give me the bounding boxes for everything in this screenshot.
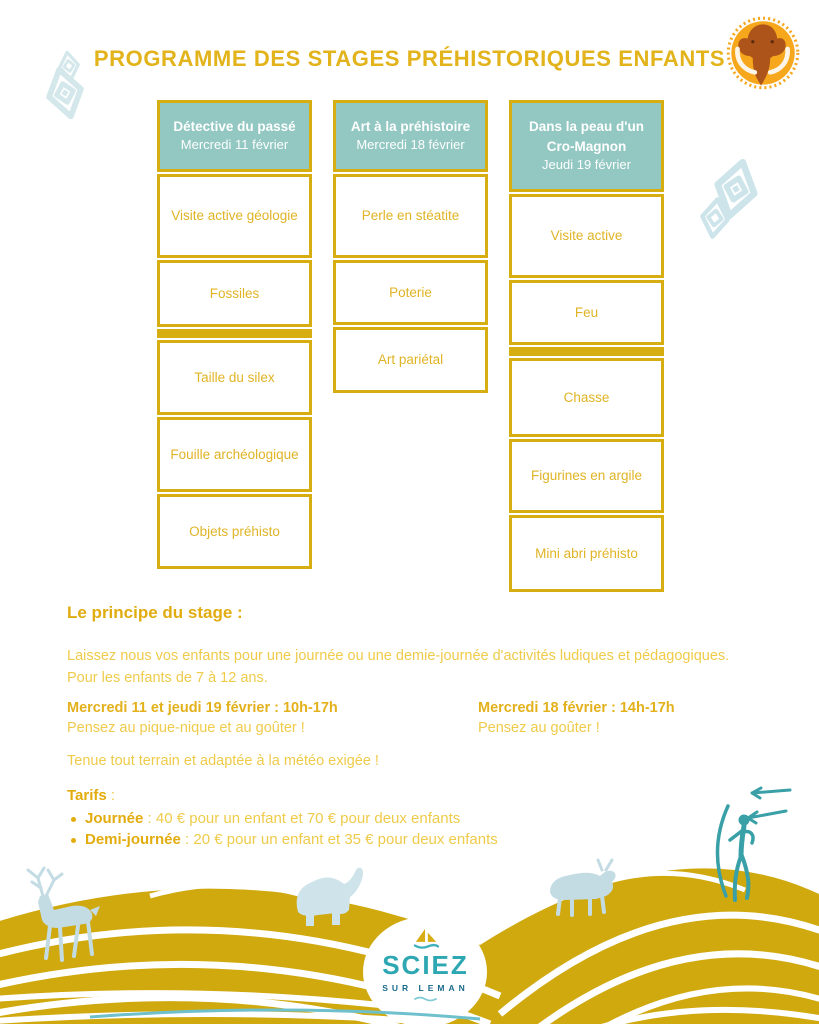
- lunch-break-divider: [157, 329, 312, 338]
- column-title: Détective du passé: [173, 118, 296, 134]
- gear-note: Tenue tout terrain et adaptée à la météo…: [67, 753, 379, 769]
- principle-body: Laissez nous vos enfants pour une journé…: [67, 645, 812, 690]
- lunch-break-divider: [509, 347, 664, 356]
- program-column-cromagnon: Dans la peau d'un Cro-Magnon Jeudi 19 fé…: [509, 100, 664, 592]
- principle-line2: Pour les enfants de 7 à 12 ans.: [67, 670, 268, 687]
- column-title: Cro-Magnon: [546, 138, 627, 154]
- activity-cell: Poterie: [333, 260, 488, 325]
- activity-cell: Mini abri préhisto: [509, 515, 664, 592]
- activity-cell: Feu: [509, 280, 664, 345]
- cave-art-diamond-icon: [697, 194, 733, 242]
- tarifs-section: Tarifs : Journée : 40 € pour un enfant e…: [67, 787, 498, 848]
- sailboat-icon: [363, 928, 488, 952]
- activity-cell: Fouille archéologique: [157, 417, 312, 492]
- session-halfday-note: Pensez au goûter !: [478, 720, 600, 736]
- session-fullday-note: Pensez au pique-nique et au goûter !: [67, 720, 305, 736]
- tarif-item: Demi-journée : 20 € pour un enfant et 35…: [67, 831, 498, 848]
- activity-cell: Figurines en argile: [509, 439, 664, 513]
- column-title: Dans la peau d'un: [529, 119, 644, 135]
- column-header: Dans la peau d'un Cro-Magnon Jeudi 19 fé…: [509, 100, 664, 192]
- activity-cell: Art pariétal: [333, 327, 488, 393]
- bison-silhouette-icon: [542, 856, 626, 918]
- mammoth-silhouette-icon: [286, 860, 374, 928]
- hunter-with-bow-icon: [700, 778, 795, 904]
- sciez-wordmark: SCIEZ: [382, 950, 469, 980]
- principle-heading: Le principe du stage :: [67, 603, 243, 622]
- tarif-item: Journée : 40 € pour un enfant et 70 € po…: [67, 810, 498, 827]
- wave-hills-pattern: [0, 824, 819, 1024]
- activity-cell: Chasse: [509, 358, 664, 437]
- activity-cell: Fossiles: [157, 260, 312, 327]
- tarifs-list: Journée : 40 € pour un enfant et 70 € po…: [67, 810, 498, 848]
- tarifs-heading: Tarifs :: [67, 787, 116, 804]
- deer-silhouette-icon: [14, 866, 120, 968]
- session-fullday-title: Mercredi 11 et jeudi 19 février : 10h-17…: [67, 700, 338, 716]
- column-date: Mercredi 11 février: [180, 137, 289, 153]
- activity-cell: Perle en stéatite: [333, 174, 488, 258]
- mammoth-sun-logo-icon: [716, 14, 808, 96]
- activity-cell: Visite active: [509, 194, 664, 278]
- principle-line1: Laissez nous vos enfants pour une journé…: [67, 648, 730, 664]
- page-title: PROGRAMME DES STAGES PRÉHISTORIQUES ENFA…: [93, 46, 726, 71]
- cave-art-diamond-icon: [705, 153, 767, 225]
- session-fullday: Mercredi 11 et jeudi 19 février : 10h-17…: [67, 700, 338, 736]
- program-column-art: Art à la préhistoire Mercredi 18 février…: [333, 100, 488, 393]
- column-header: Détective du passé Mercredi 11 février: [157, 100, 312, 172]
- activity-cell: Taille du silex: [157, 340, 312, 415]
- session-halfday: Mercredi 18 février : 14h-17h Pensez au …: [478, 700, 675, 736]
- column-header: Art à la préhistoire Mercredi 18 février: [333, 100, 488, 172]
- column-title: Art à la préhistoire: [350, 118, 471, 134]
- wave-squiggle-icon: [363, 996, 488, 1002]
- column-date: Mercredi 18 février: [356, 137, 465, 153]
- session-halfday-title: Mercredi 18 février : 14h-17h: [478, 700, 675, 716]
- activity-cell: Visite active géologie: [157, 174, 312, 258]
- program-column-detective: Détective du passé Mercredi 11 février V…: [157, 100, 312, 569]
- activity-cell: Objets préhisto: [157, 494, 312, 569]
- cave-art-diamond-icon: [38, 62, 92, 125]
- sciez-logo: SCIEZ SUR LEMAN: [363, 928, 488, 1002]
- sciez-subtitle: SUR LEMAN: [382, 983, 469, 993]
- column-date: Jeudi 19 février: [542, 157, 631, 173]
